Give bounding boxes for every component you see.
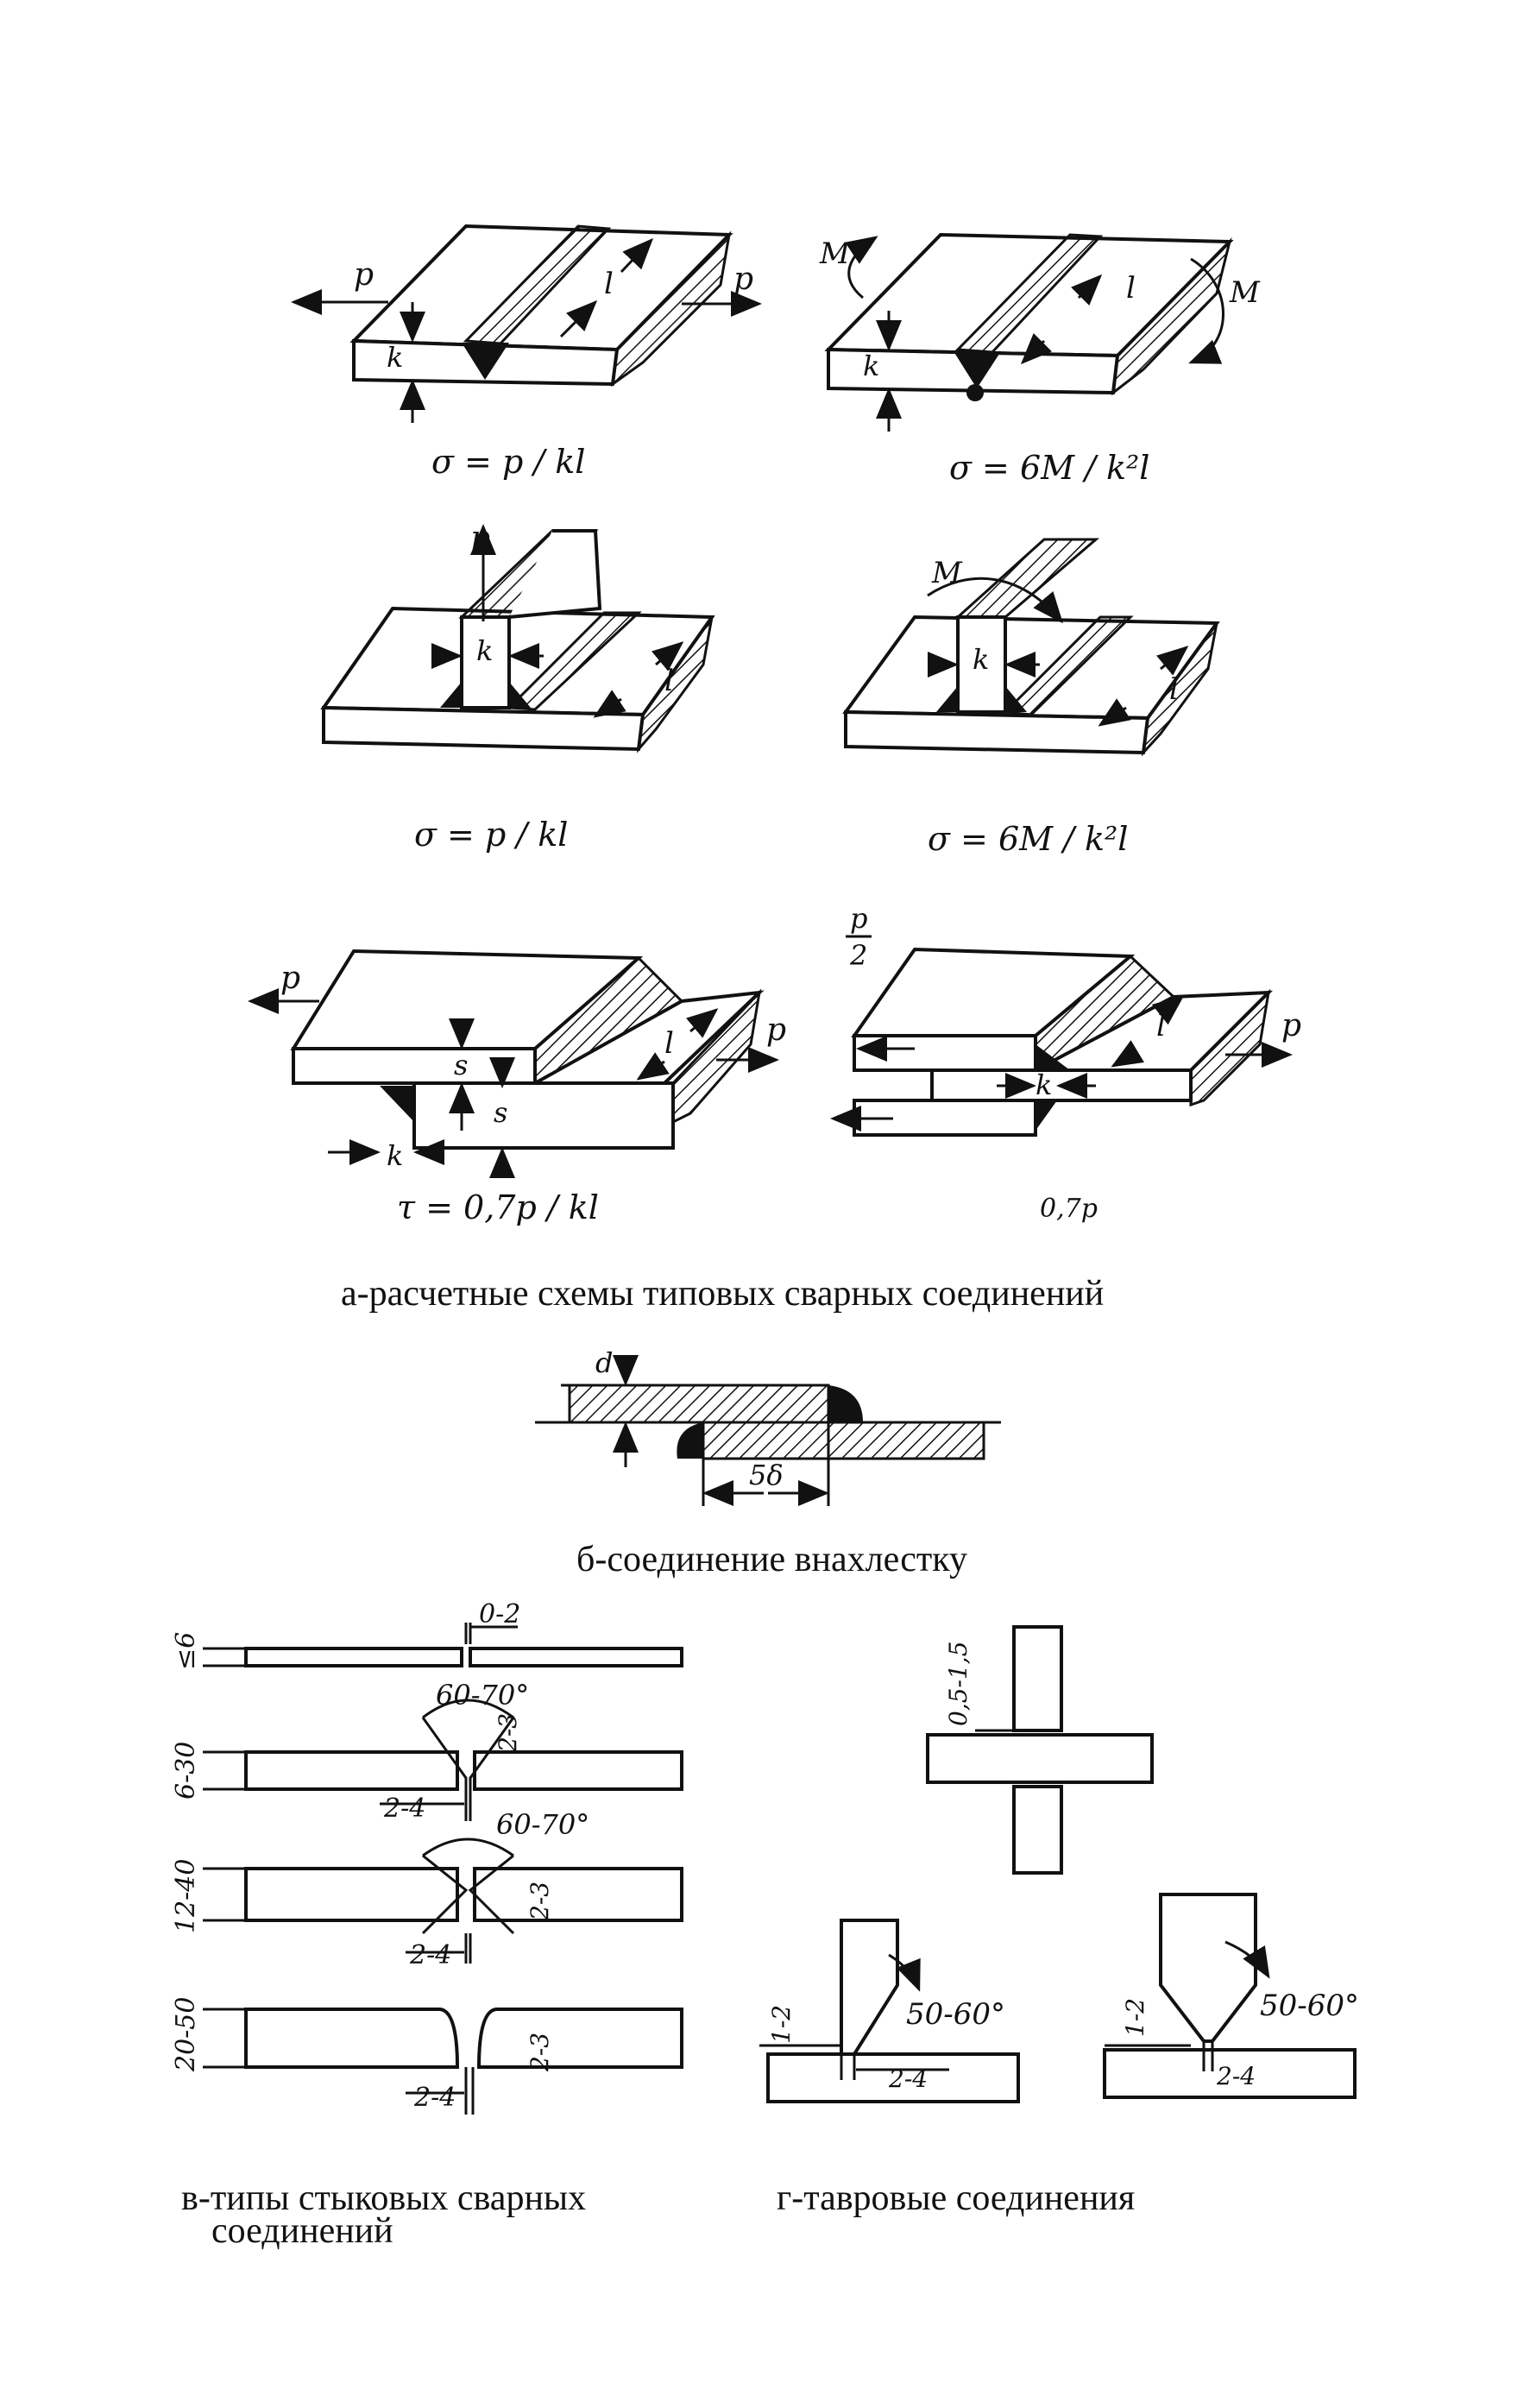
label-s-upper: s <box>454 1049 468 1081</box>
dim-angle-1: 60-70° <box>436 1679 529 1711</box>
label-d: d <box>595 1346 613 1379</box>
scheme-tee-tension: p k l <box>320 520 715 753</box>
caption-v-line2: соединений <box>211 2211 393 2251</box>
label-M-right: M <box>1229 275 1261 310</box>
scheme-double-lap-joint: p 2 p k l <box>830 902 1301 1137</box>
formula-3: σ = p / kl <box>414 816 568 854</box>
label-M-left: M <box>819 236 851 271</box>
dim-tee-gap2-2: 2-4 <box>1216 2062 1256 2090</box>
formula-2: σ = 6M / k²l <box>949 449 1149 487</box>
label-k: k <box>1036 1068 1052 1101</box>
label-l: l <box>664 664 674 698</box>
dim-thickness-3: 12-40 <box>171 1859 201 1933</box>
formula-1: σ = p / kl <box>431 443 585 481</box>
dim-thickness-4: 20-50 <box>171 1997 201 2072</box>
label-l: l <box>604 267 614 301</box>
dim-angle-2: 60-70° <box>496 1808 589 1841</box>
scheme-butt-bending: M M k l <box>819 232 1261 432</box>
dim-root-3: 2-3 <box>526 2033 554 2072</box>
formula-5: τ = 0,7p / kl <box>397 1188 599 1226</box>
label-l: l <box>664 1026 674 1061</box>
dim-root-1: 2-3 <box>494 1713 522 1753</box>
dim-tee-root-1: 1-2 <box>767 2005 796 2044</box>
dim-root-2: 2-3 <box>526 1882 554 1921</box>
formula-6: 0,7p <box>1040 1194 1098 1224</box>
dim-tee-gap2-1: 2-4 <box>888 2064 928 2093</box>
lap-joint-section: d 5δ <box>535 1346 1001 1506</box>
dim-gap-4: 2-4 <box>413 2083 456 2113</box>
label-k: k <box>476 634 493 667</box>
label-k: k <box>973 643 989 676</box>
label-M: M <box>931 556 963 590</box>
label-p-left: p <box>354 257 374 293</box>
label-p-right: p <box>1281 1008 1301 1043</box>
dim-tee-root-2: 1-2 <box>1121 1998 1149 2037</box>
caption-g: г-тавровые соединения <box>777 2178 1135 2218</box>
formula-4: σ = 6M / k²l <box>928 820 1128 858</box>
dim-tee-angle-1: 50-60° <box>906 1997 1005 2032</box>
label-k: k <box>387 1139 403 1172</box>
caption-v-line1: в-типы стыковых сварных <box>181 2178 586 2218</box>
butt-joint-types: ≤6 0-2 6-30 60-70° 2-3 2-4 12-40 60-70° … <box>171 1599 683 2115</box>
label-l: l <box>1126 271 1136 306</box>
scheme-lap-joint: p p s s k l <box>248 949 786 1178</box>
label-k: k <box>387 341 403 374</box>
caption-a: а-расчетные схемы типовых сварных соедин… <box>341 1274 1104 1314</box>
caption-b: б-соединение внахлестку <box>576 1540 967 1579</box>
dim-thickness-2: 6-30 <box>171 1742 201 1800</box>
tee-joint-types: 0,5-1,5 1-2 50-60° 2-4 1-2 50-60° 2-4 <box>759 1625 1359 2103</box>
label-p-right: p <box>733 262 753 297</box>
dim-gap-1: 0-2 <box>479 1599 520 1629</box>
dim-thickness-1: ≤6 <box>171 1632 201 1670</box>
scheme-tee-bending: M k l <box>842 538 1220 757</box>
label-k: k <box>863 350 879 382</box>
label-l: l <box>1156 1009 1166 1043</box>
dim-tee-gap: 0,5-1,5 <box>944 1641 973 1726</box>
dim-tee-angle-2: 50-60° <box>1260 1989 1359 2023</box>
label-half-p-denominator: 2 <box>849 939 867 972</box>
label-p: p <box>470 520 490 556</box>
label-p-left: p <box>280 961 300 996</box>
label-p-right: p <box>766 1012 786 1048</box>
dim-gap-3: 2-4 <box>409 1940 451 1970</box>
scheme-butt-tension: p p k l <box>291 224 762 423</box>
label-5-delta: 5δ <box>749 1459 784 1491</box>
label-l: l <box>1169 672 1179 707</box>
label-half-p-numerator: p <box>850 902 867 935</box>
label-s-lower: s <box>494 1096 507 1129</box>
dim-gap-2: 2-4 <box>383 1793 425 1824</box>
